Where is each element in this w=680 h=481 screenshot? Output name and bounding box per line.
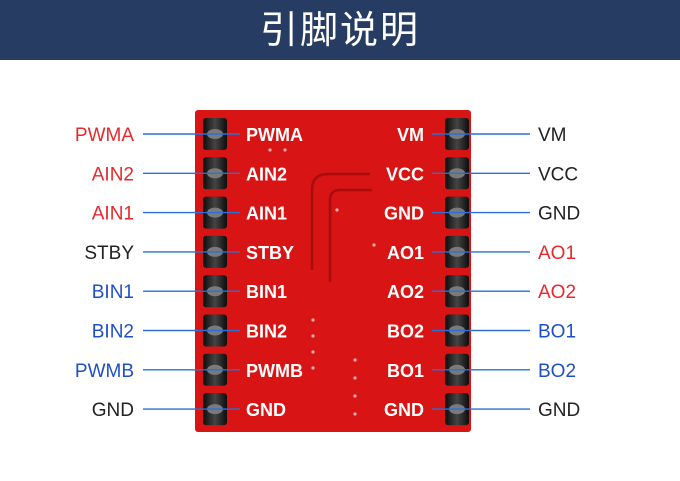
left-pin-row: BIN2 BIN2	[92, 314, 287, 347]
right-pin-row: GND GND	[384, 196, 580, 229]
left-pin-label: BIN1	[92, 282, 134, 303]
left-board-label: PWMB	[246, 361, 303, 381]
left-board-label: PWMA	[246, 125, 303, 145]
right-board-label: GND	[384, 400, 424, 420]
right-pin-row: GND GND	[384, 393, 580, 426]
right-board-label: BO2	[387, 322, 424, 342]
left-board-label: BIN1	[246, 282, 287, 302]
right-pin-label: VCC	[538, 164, 578, 185]
right-pin-row: VCC VCC	[386, 157, 578, 190]
right-pin-row: BO1 BO2	[387, 314, 576, 347]
left-pin-row: AIN2 AIN2	[92, 157, 287, 190]
right-pin-label: GND	[538, 204, 580, 225]
left-pin-row: BIN1 BIN1	[92, 275, 287, 308]
left-pin-label: AIN1	[92, 204, 134, 225]
left-board-label: AIN1	[246, 204, 287, 224]
left-pin-row: PWMA PWMA	[75, 118, 303, 150]
left-board-label: AIN2	[246, 164, 287, 184]
right-board-label: BO1	[387, 361, 424, 381]
right-board-label: AO1	[387, 243, 424, 263]
right-pins: VMVMVCCVCCGNDGNDAO1AO1AO2AO2BO1BO2BO2BO1…	[384, 118, 580, 426]
left-pin-label: BIN2	[92, 322, 134, 343]
right-pin-row: AO2 AO2	[387, 275, 576, 308]
left-pin-row: AIN1 AIN1	[92, 196, 287, 229]
left-pin-row: PWMB PWMB	[75, 353, 303, 386]
left-pin-row: GND GND	[92, 393, 286, 426]
right-board-label: VM	[397, 125, 424, 145]
left-board-label: STBY	[246, 243, 294, 263]
left-board-label: BIN2	[246, 322, 287, 342]
board-dots	[268, 148, 376, 416]
left-pin-row: STBY STBY	[84, 235, 294, 268]
right-board-label: GND	[384, 204, 424, 224]
right-pin-row: BO2 BO1	[387, 353, 576, 386]
right-pin-label: BO1	[538, 322, 576, 343]
left-pin-label: STBY	[84, 243, 134, 264]
left-pin-label: GND	[92, 400, 134, 421]
left-pin-label: PWMA	[75, 125, 134, 146]
right-pin-label: VM	[538, 125, 567, 146]
right-pin-label: GND	[538, 400, 580, 421]
right-board-label: AO2	[387, 282, 424, 302]
right-pin-row: VM VM	[397, 118, 567, 150]
board-traces	[310, 172, 372, 282]
left-pin-label: AIN2	[92, 164, 134, 185]
header-bar: 引脚说明	[0, 0, 680, 60]
right-pin-row: AO1 AO1	[387, 235, 576, 268]
left-pin-label: PWMB	[75, 361, 134, 382]
page-title: 引脚说明	[259, 8, 420, 52]
right-pin-label: AO1	[538, 243, 576, 264]
left-board-label: GND	[246, 400, 286, 420]
right-board-label: VCC	[386, 164, 424, 184]
right-pin-label: BO2	[538, 361, 576, 382]
board	[195, 110, 471, 432]
right-pin-label: AO2	[538, 282, 576, 303]
